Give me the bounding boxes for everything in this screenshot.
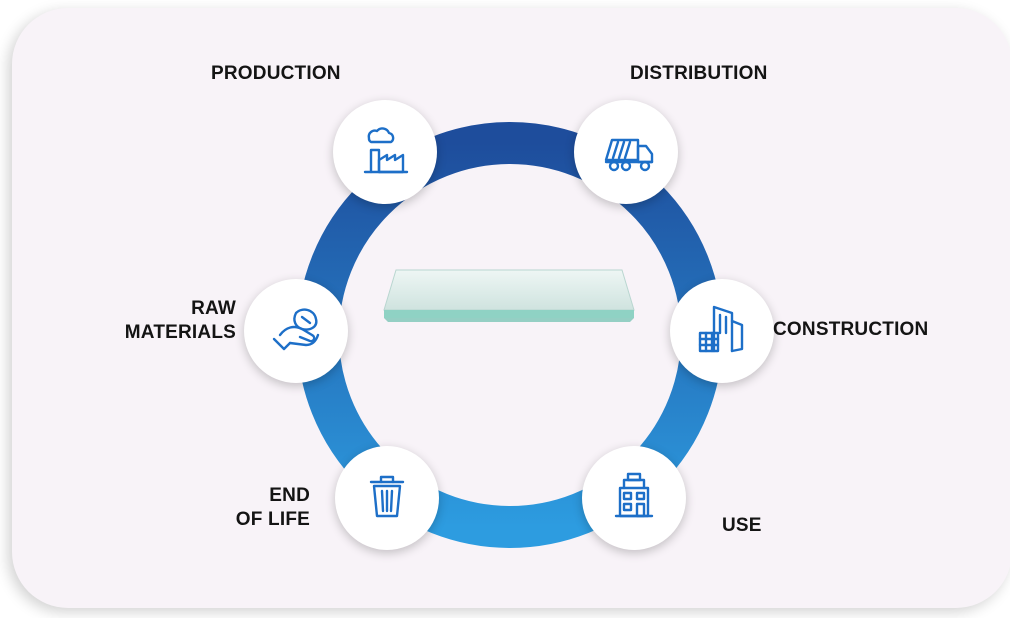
use-label: USE [722, 515, 762, 536]
raw-materials-node [244, 279, 348, 383]
house-icon [604, 466, 664, 531]
distribution-node [574, 100, 678, 204]
end-of-life-node [335, 446, 439, 550]
trash-bin-icon [357, 466, 417, 531]
distribution-label: DISTRIBUTION [630, 63, 768, 84]
use-node [582, 446, 686, 550]
construction-label: CONSTRUCTION [773, 319, 929, 340]
end-of-life-label-line2: OF LIFE [235, 509, 310, 530]
raw-materials-label: RAW MATERIALS [76, 297, 236, 345]
raw-materials-label-line2: MATERIALS [124, 322, 236, 343]
end-of-life-label-line1: END [269, 485, 310, 506]
hand-materials-icon [266, 299, 326, 364]
factory-icon [355, 120, 415, 185]
building-icon [692, 299, 752, 364]
end-of-life-label: END OF LIFE [210, 484, 310, 532]
raw-materials-label-line1: RAW [191, 298, 236, 319]
construction-node [670, 279, 774, 383]
production-node [333, 100, 437, 204]
truck-icon [596, 120, 656, 185]
glass-pane-image [383, 269, 635, 322]
production-label: PRODUCTION [211, 63, 341, 84]
